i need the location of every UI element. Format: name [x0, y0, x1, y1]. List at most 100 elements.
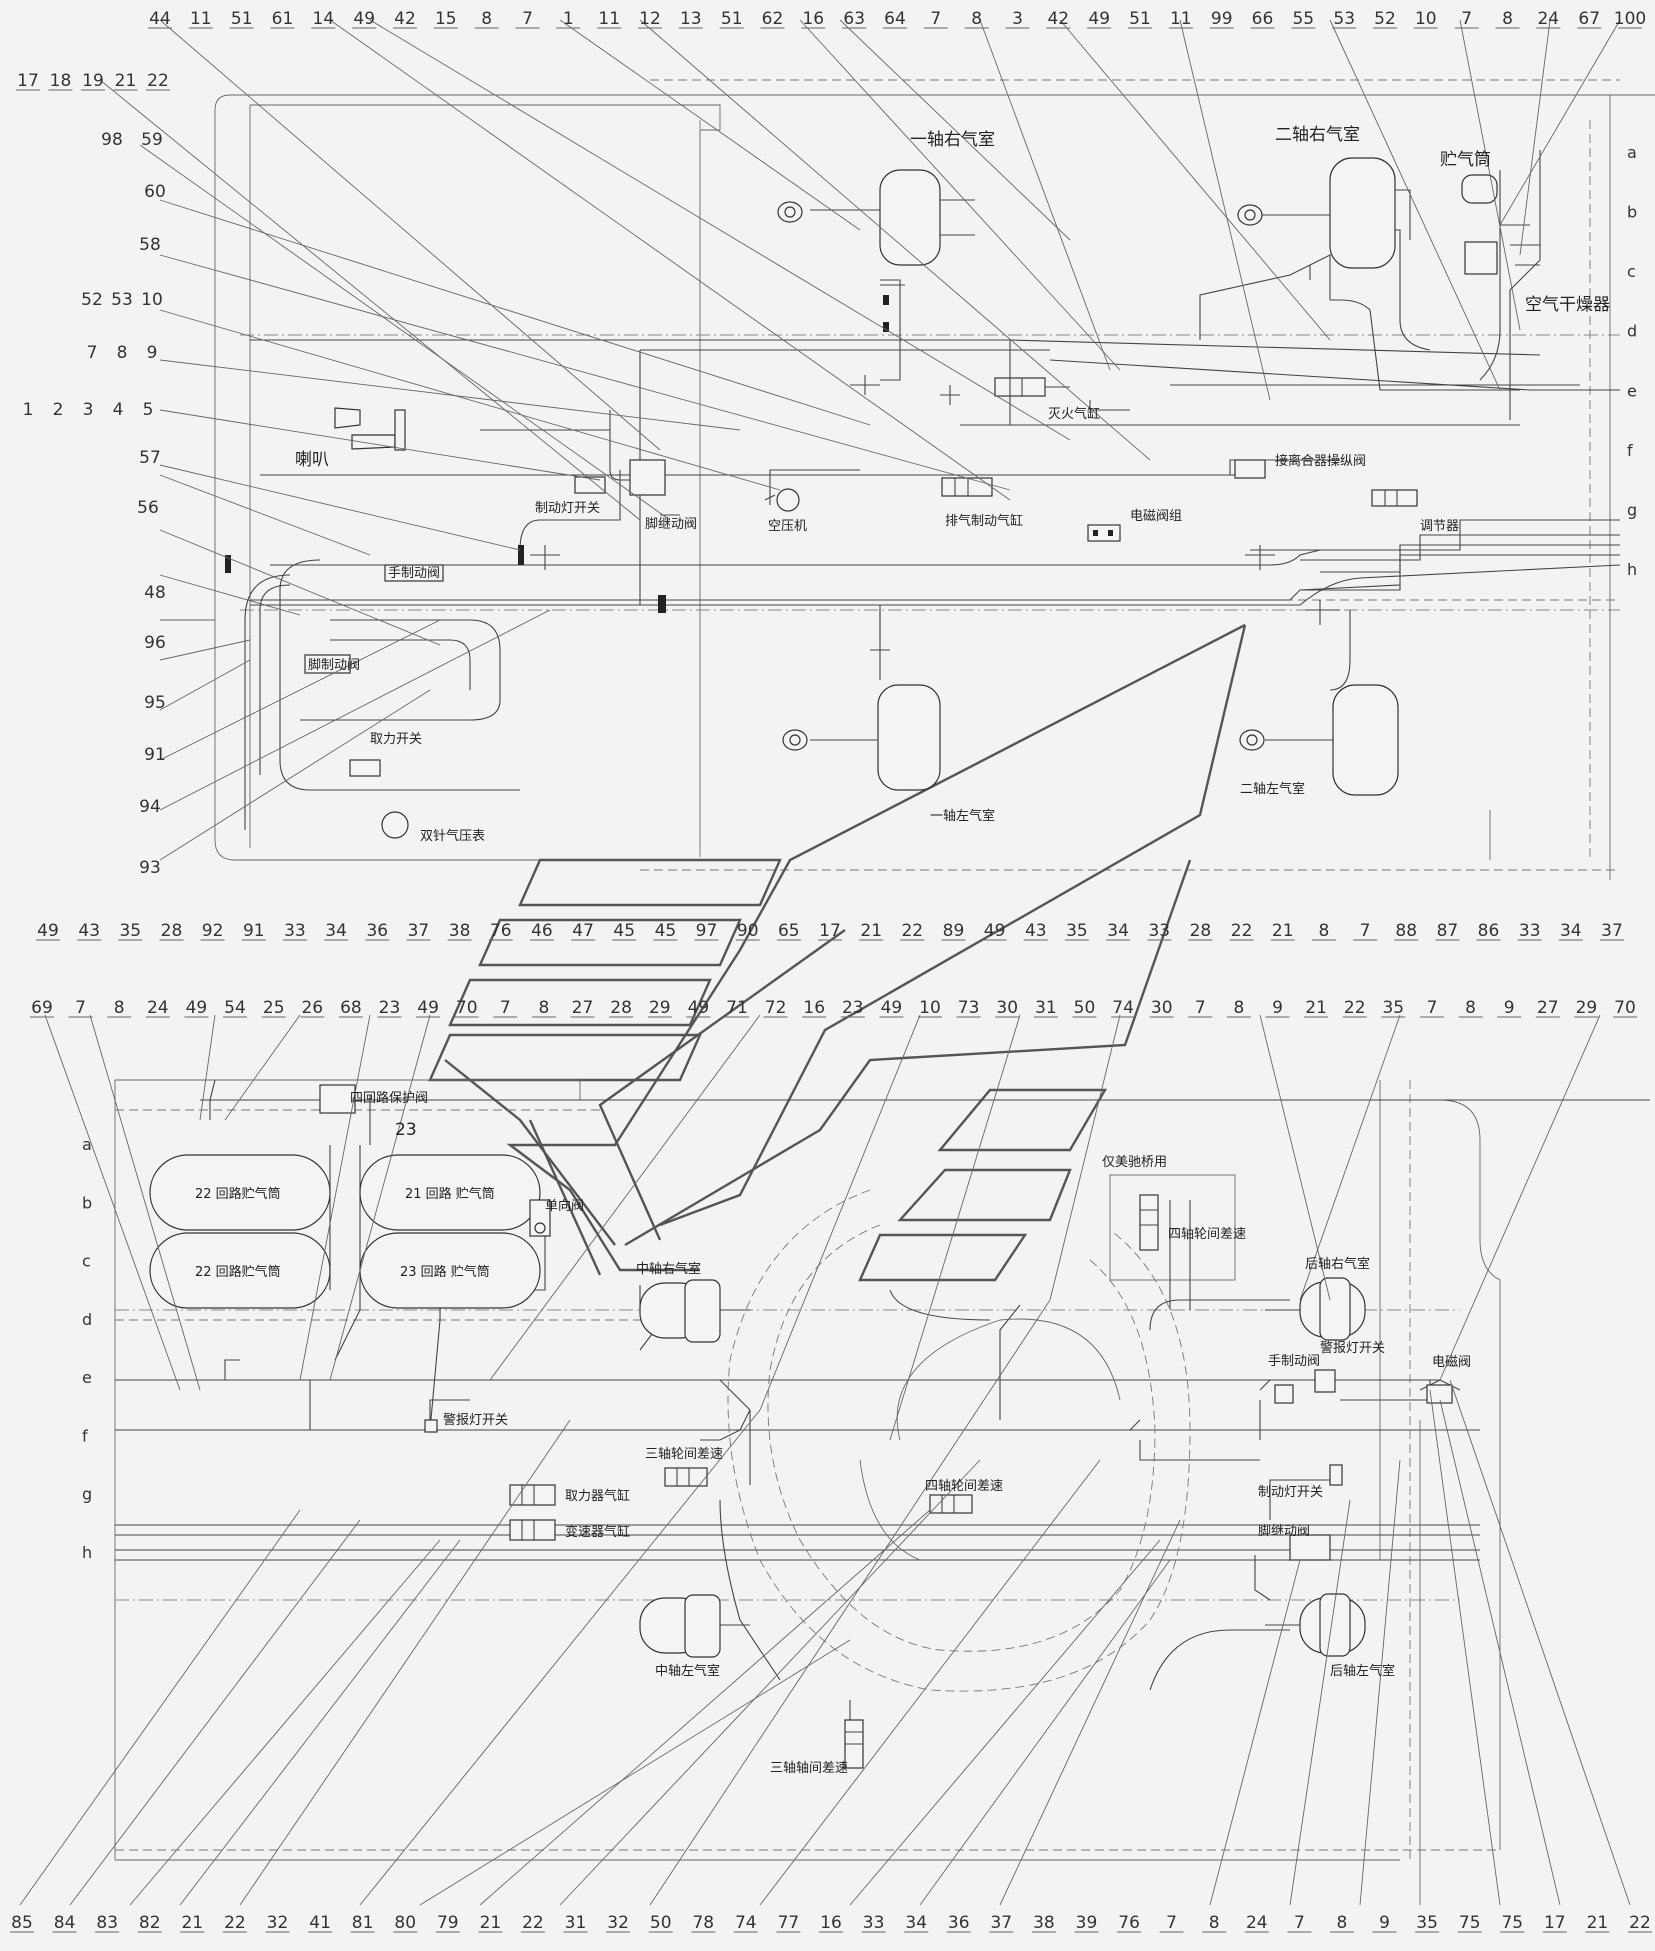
- callout-number: 56: [137, 498, 159, 518]
- callout-number: 24: [1246, 1913, 1268, 1933]
- callout-number: 49: [417, 998, 439, 1018]
- callout-number: 8: [114, 998, 125, 1018]
- callout-number: 21: [1587, 1913, 1609, 1933]
- callout-number: 74: [1112, 998, 1134, 1018]
- callout-number: 34: [1560, 921, 1582, 941]
- edge-letter: h: [1627, 560, 1637, 579]
- check-valve: [529, 1199, 551, 1237]
- edge-letter: a: [1627, 143, 1637, 162]
- reservoir-21: [359, 1154, 541, 1231]
- callout-number: 52: [1374, 9, 1396, 29]
- callout-number: 7: [1166, 1913, 1177, 1933]
- alarm-switch-box: [424, 1419, 438, 1433]
- callout-number: 22: [1231, 921, 1253, 941]
- label-brake-light-switch: 制动灯开关: [535, 501, 600, 516]
- exhaust-brake-cylinder: [941, 477, 993, 497]
- upper-fittings: [225, 375, 1340, 640]
- label-pto-switch: 取力开关: [370, 732, 422, 747]
- label-tank-21: 21 回路 贮气筒: [405, 1186, 495, 1202]
- label-tank-22a: 22 回路贮气筒: [195, 1186, 281, 1202]
- callout-number: 81: [352, 1913, 374, 1933]
- edge-letter: f: [82, 1426, 88, 1445]
- callout-number: 76: [490, 921, 512, 941]
- callout-number: 53: [1333, 9, 1355, 29]
- callout-number: 34: [905, 1913, 927, 1933]
- callout-number: 33: [1519, 921, 1541, 941]
- foot-relay-valve: [574, 459, 666, 496]
- callout-number: 80: [394, 1913, 416, 1933]
- callout-number: 35: [119, 921, 141, 941]
- clutch-control-valve: [1234, 459, 1266, 479]
- callout-number: 86: [1478, 921, 1500, 941]
- callout-number: 65: [778, 921, 800, 941]
- callout-number: 63: [843, 9, 865, 29]
- edge-letter: f: [1627, 441, 1633, 460]
- callout-number: 27: [1537, 998, 1559, 1018]
- meritor-box: [1109, 1174, 1236, 1281]
- callout-number: 16: [803, 998, 825, 1018]
- callout-number: 25: [263, 998, 285, 1018]
- callout-number: 51: [1129, 9, 1151, 29]
- callout-number: 37: [1601, 921, 1623, 941]
- callout-number: 85: [11, 1913, 33, 1933]
- callout-number: 42: [1047, 9, 1069, 29]
- foot-relay-valve-rear: [1289, 1464, 1343, 1561]
- callout-number: 13: [680, 9, 702, 29]
- label-gauge: 双针气压表: [420, 828, 485, 844]
- axle1-right-chamber: [777, 169, 975, 332]
- label-solenoid-rear: 电磁阀: [1432, 1355, 1471, 1370]
- callout-number: 5: [143, 400, 154, 420]
- label-tank-22b: 22 回路贮气筒: [195, 1264, 281, 1280]
- callout-number: 8: [1209, 1913, 1220, 1933]
- callout-number: 11: [190, 9, 212, 29]
- callout-number: 92: [202, 921, 224, 941]
- label-axle2-left: 二轴左气室: [1240, 781, 1305, 797]
- callout-number: 51: [231, 9, 253, 29]
- callout-number: 19: [82, 71, 104, 91]
- callout-number: 9: [1272, 998, 1283, 1018]
- callout-number: 26: [301, 998, 323, 1018]
- callout-number: 3: [1012, 9, 1023, 29]
- callout-number: 7: [1294, 1913, 1305, 1933]
- four-circuit-protection-valve: [319, 1084, 356, 1114]
- label-rear-left-chamber: 后轴左气室: [1330, 1663, 1395, 1679]
- solenoid-valve-group: [1087, 524, 1121, 542]
- callout-number: 16: [802, 9, 824, 29]
- callout-number: 23: [842, 998, 864, 1018]
- callout-number: 68: [340, 998, 362, 1018]
- callout-number: 12: [639, 9, 661, 29]
- callout-number: 8: [1233, 998, 1244, 1018]
- callout-number: 33: [863, 1913, 885, 1933]
- label-axle2-right: 二轴右气室: [1275, 125, 1360, 145]
- air-dryer-assembly: [1461, 174, 1540, 275]
- callout-number: 27: [572, 998, 594, 1018]
- callout-number: 73: [958, 998, 980, 1018]
- callout-number: 7: [87, 343, 98, 363]
- callout-number: 17: [17, 71, 39, 91]
- callout-number: 82: [139, 1913, 161, 1933]
- callout-number: 34: [1107, 921, 1129, 941]
- label-hand-brake-valve-rear: 手制动阀: [1268, 1354, 1320, 1369]
- callout-number: 93: [139, 858, 161, 878]
- middle-right-chamber: [639, 1279, 750, 1343]
- callout-number: 2: [53, 400, 64, 420]
- reservoir-22b: [149, 1232, 331, 1309]
- connector-bands: [428, 623, 1247, 1282]
- callout-number: 21: [860, 921, 882, 941]
- callout-number: 49: [186, 998, 208, 1018]
- callout-number: 95: [144, 693, 166, 713]
- label-compressor: 空压机: [768, 519, 807, 534]
- transmission-cylinder: [509, 1519, 556, 1541]
- label-check-valve: 单向阀: [545, 1198, 584, 1214]
- callout-number: 24: [1537, 9, 1559, 29]
- callout-number: 28: [161, 921, 183, 941]
- callout-number: 21: [115, 71, 137, 91]
- callout-number: 61: [272, 9, 294, 29]
- callout-number: 51: [721, 9, 743, 29]
- callout-number: 53: [111, 290, 133, 310]
- callout-number: 8: [1502, 9, 1513, 29]
- callout-number: 21: [1305, 998, 1327, 1018]
- callout-number: 21: [1272, 921, 1294, 941]
- callout-number: 34: [325, 921, 347, 941]
